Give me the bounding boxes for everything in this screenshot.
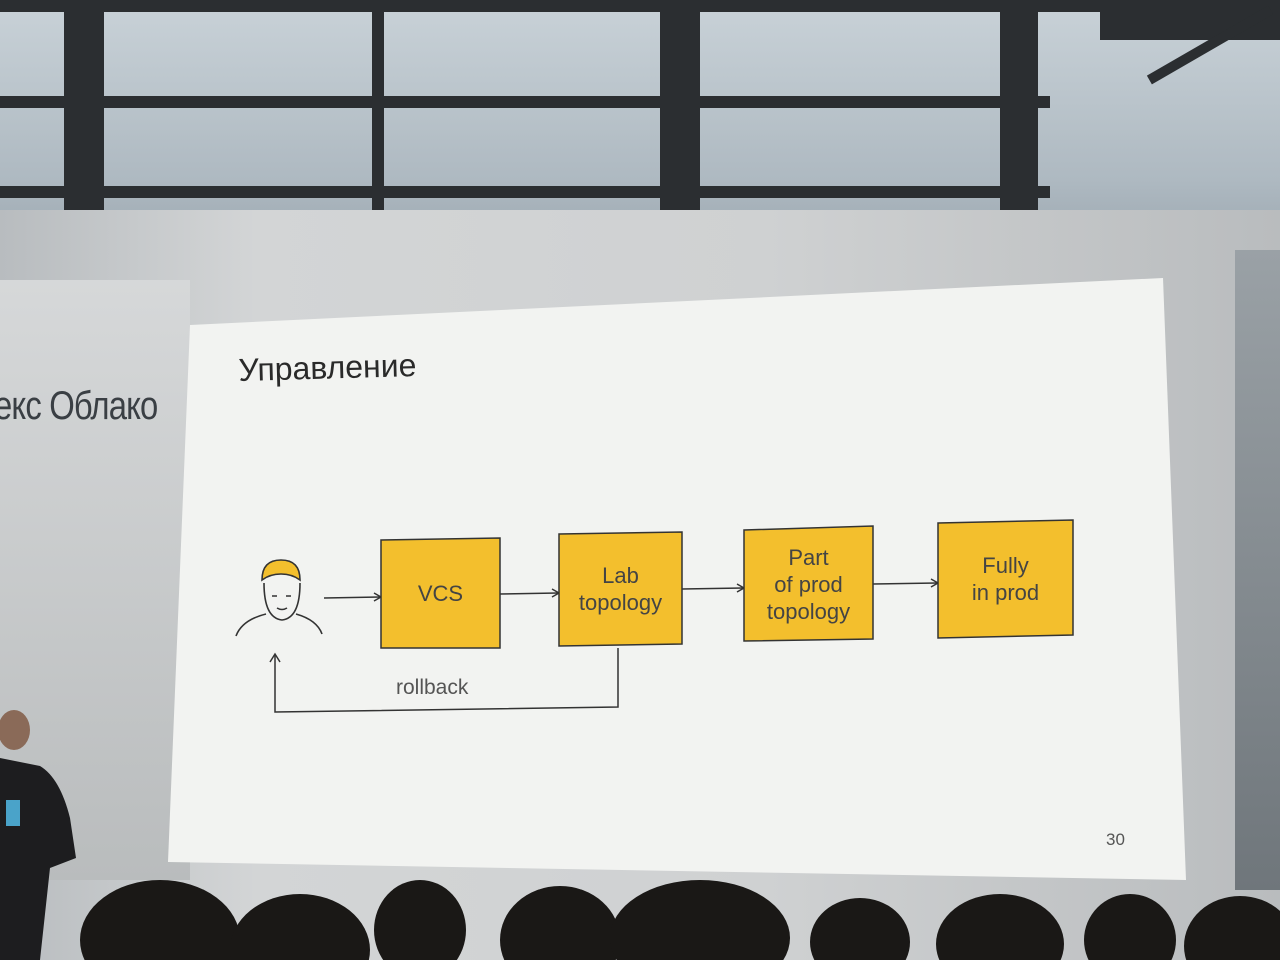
flow-arrows: [269, 578, 940, 713]
user-avatar-icon: [235, 559, 323, 637]
box-lab: [558, 531, 683, 647]
box-full: [937, 519, 1074, 639]
box-vcs-label: VCS: [417, 580, 464, 606]
box-lab-label: Lab topology: [578, 563, 663, 615]
rollback-label: rollback: [396, 676, 469, 699]
stage-right-panel: [1235, 250, 1280, 890]
slide-title: Управление: [238, 347, 417, 388]
box-vcs: [380, 537, 501, 649]
box-part: [743, 525, 874, 642]
rollback-arrow: [274, 648, 619, 713]
slide-page-number: 30: [1106, 830, 1125, 849]
brand-text: екс Облако: [0, 384, 158, 428]
flow-boxes: [380, 519, 1074, 649]
speaker-silhouette: [0, 710, 76, 960]
audience-silhouettes: [80, 880, 1280, 960]
box-full-label: Fully in prod: [971, 553, 1040, 605]
box-part-label: Part of prod topology: [766, 544, 851, 624]
